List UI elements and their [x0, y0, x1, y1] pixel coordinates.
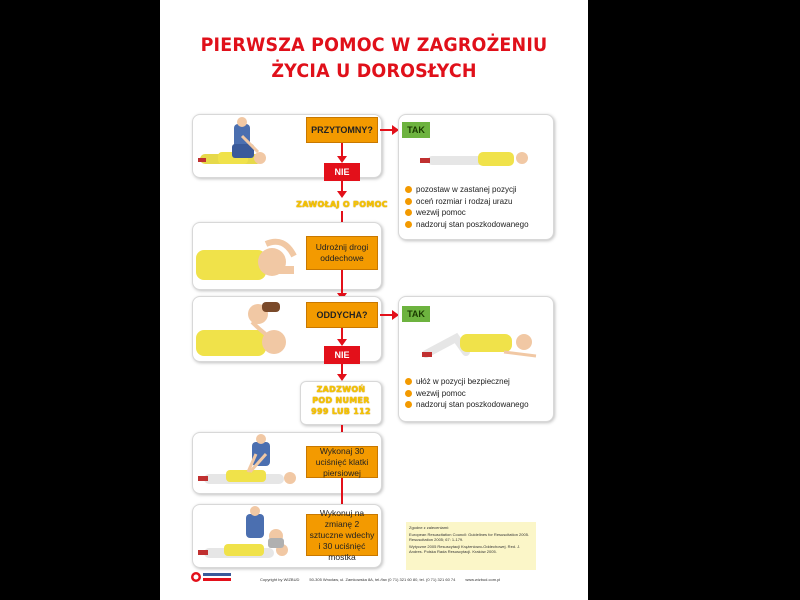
yes2-label: TAK [402, 306, 430, 322]
recovery-position-illustration [422, 332, 537, 358]
panel-yes2 [398, 296, 554, 422]
look-listen-feel-illustration [196, 302, 286, 356]
yes2-list: ułóż w pozycji bezpiecznej wezwij pomoc … [404, 376, 552, 411]
breathing-question-box: ODDYCHA? [306, 302, 378, 328]
yes2-list-item: nadzoruj stan poszkodowanego [404, 399, 552, 411]
arrow-yes2-head [392, 310, 399, 320]
arrow-yes1-line [380, 129, 394, 131]
airway-box: Udrożnij drogi oddechowe [306, 236, 378, 270]
call-help-text: ZAWOŁAJ O POMOC [296, 200, 388, 209]
flow-arrow [337, 191, 347, 198]
flow-line [341, 270, 343, 296]
yes1-list-item: nadzoruj stan poszkodowanego [404, 219, 552, 231]
flow-line [341, 143, 343, 159]
poster: PIERWSZA POMOC W ZAGROŻENIU ŻYCIA U DORO… [160, 0, 588, 600]
footer-address: 50-305 Wrocław, ul. Zamkowska 8A, tel./f… [309, 576, 456, 582]
rescue-breaths-illustration [198, 506, 288, 558]
flow-line [341, 181, 343, 193]
yes2-list-item: wezwij pomoc [404, 388, 552, 400]
no2-label: NIE [324, 346, 360, 364]
yes2-list-item: ułóż w pozycji bezpiecznej [404, 376, 552, 388]
yes1-list-item: pozostaw w zastanej pozycji [404, 184, 552, 196]
flow-line [341, 364, 343, 376]
yes1-list-item: wezwij pomoc [404, 207, 552, 219]
flow-arrow [337, 156, 347, 163]
conscious-question-box: PRZYTOMNY? [306, 117, 378, 143]
victim-lying-illustration [420, 152, 528, 166]
flow-line [341, 478, 343, 508]
no1-label: NIE [324, 163, 360, 181]
poster-title-line1: PIERWSZA POMOC W ZAGROŻENIU [200, 34, 548, 56]
guidelines-note: Zgodne z zaleceniami: European Resuscita… [406, 522, 536, 570]
guidelines-ref2: Wytyczne 2005 Resuscytacji Krążeniowo-Od… [409, 544, 521, 554]
guidelines-heading: Zgodne z zaleceniami: [409, 525, 450, 530]
panel-call-number [300, 381, 382, 425]
flow-arrow [337, 339, 347, 346]
publisher-logo-icon [191, 572, 231, 582]
call-number-text: ZADZWOŃ POD NUMER 999 LUB 112 [311, 385, 371, 416]
guidelines-ref1: European Resuscitation Council: Guidelin… [409, 532, 530, 542]
chest-compression-illustration [198, 434, 296, 484]
poster-title-line2: ŻYCIA U DOROSŁYCH [271, 60, 477, 82]
flow-line [341, 328, 343, 342]
alternate-box: Wykonuj na zmianę 2 sztuczne wdechy i 30… [306, 508, 378, 562]
flow-line [341, 425, 343, 437]
yes1-list: pozostaw w zastanej pozycji oceń rozmiar… [404, 184, 552, 230]
footer-copyright: Copyright by WIZBUD [260, 576, 300, 582]
flow-line [341, 211, 343, 227]
compressions-box: Wykonaj 30 uciśnięć klatki piersiowej [306, 446, 378, 478]
arrow-yes1-head [392, 125, 399, 135]
rescuer-shaking-victim-illustration [198, 117, 266, 164]
yes1-list-item: oceń rozmiar i rodzaj urazu [404, 196, 552, 208]
arrow-yes2-line [380, 314, 394, 316]
head-tilt-illustration [196, 238, 297, 280]
footer: Copyright by WIZBUD 50-305 Wrocław, ul. … [260, 574, 588, 584]
footer-website: www.wizbud.com.pl [465, 576, 501, 582]
yes1-label: TAK [402, 122, 430, 138]
flow-arrow [337, 374, 347, 381]
